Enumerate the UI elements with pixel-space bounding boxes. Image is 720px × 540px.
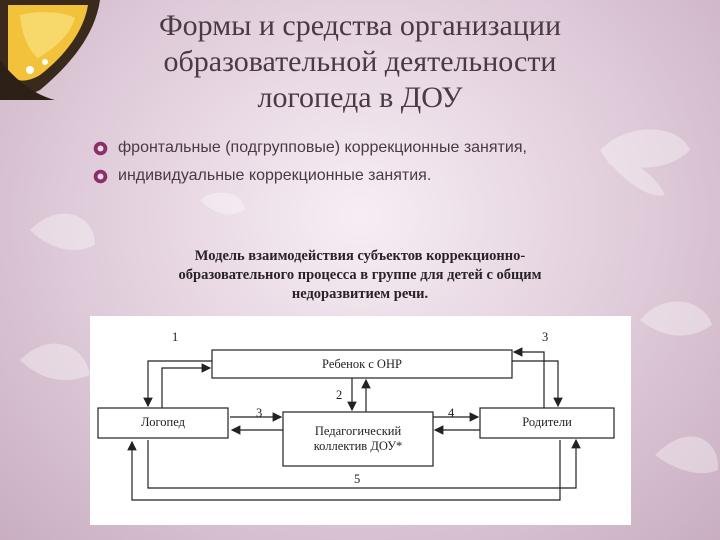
teachers-label-line-2: коллектив ДОУ* — [313, 439, 403, 453]
link-number-5: 5 — [354, 472, 361, 486]
speech-therapist-box-frame — [97, 407, 229, 439]
child-box-label: Ребенок с ОНР — [322, 357, 402, 371]
teachers-box-label: Педагогический коллектив ДОУ* — [283, 424, 433, 454]
bullet-text: фронтальные (подгрупповые) коррекционные… — [118, 139, 527, 156]
parents-box-frame — [479, 407, 615, 439]
link-number-1: 1 — [172, 330, 179, 344]
circle-bullet-icon — [93, 141, 108, 155]
interaction-diagram: Ребенок с ОНР Логопед Педагогический кол… — [90, 316, 631, 525]
caption-line-3: недоразвитием речи. — [291, 286, 429, 302]
link-number-4: 4 — [448, 406, 455, 420]
speech-therapist-box-label: Логопед — [141, 415, 185, 429]
title-line-2: образовательной деятельности — [163, 45, 557, 78]
arrow-5-left — [127, 440, 561, 501]
parents-box-label: Родители — [522, 415, 572, 429]
circle-bullet-icon — [93, 169, 108, 183]
child-box-frame — [211, 349, 513, 379]
title-line-3: логопеда в ДОУ — [257, 81, 463, 114]
teachers-box-frame — [282, 411, 434, 467]
title-line-1: Формы и средства организации — [158, 9, 561, 42]
link-number-2: 2 — [336, 388, 343, 402]
caption-line-2: образовательного процесса в группе для д… — [178, 267, 542, 283]
diagram-lines — [97, 347, 615, 501]
teachers-label-line-1: Педагогический — [314, 424, 402, 438]
bullet-text: индивидуальные коррекционные занятия. — [118, 167, 432, 184]
bullet-item: индивидуальные коррекционные занятия. — [92, 162, 692, 190]
arrow-5-right — [147, 438, 581, 489]
arrow-1-down — [143, 360, 212, 408]
slide-title: Формы и средства организации образовател… — [100, 8, 620, 116]
diagram-caption: Модель взаимодействия субъектов коррекци… — [100, 247, 620, 304]
arrow-1-up — [161, 363, 212, 408]
arrow-3-down — [512, 360, 563, 408]
bullet-list: фронтальные (подгрупповые) коррекционные… — [92, 134, 692, 190]
link-number-3-right: 3 — [542, 330, 549, 344]
arrow-3-up — [512, 347, 545, 408]
bullet-item: фронтальные (подгрупповые) коррекционные… — [92, 134, 692, 162]
link-number-3-left: 3 — [256, 406, 263, 420]
caption-line-1: Модель взаимодействия субъектов коррекци… — [194, 248, 526, 264]
